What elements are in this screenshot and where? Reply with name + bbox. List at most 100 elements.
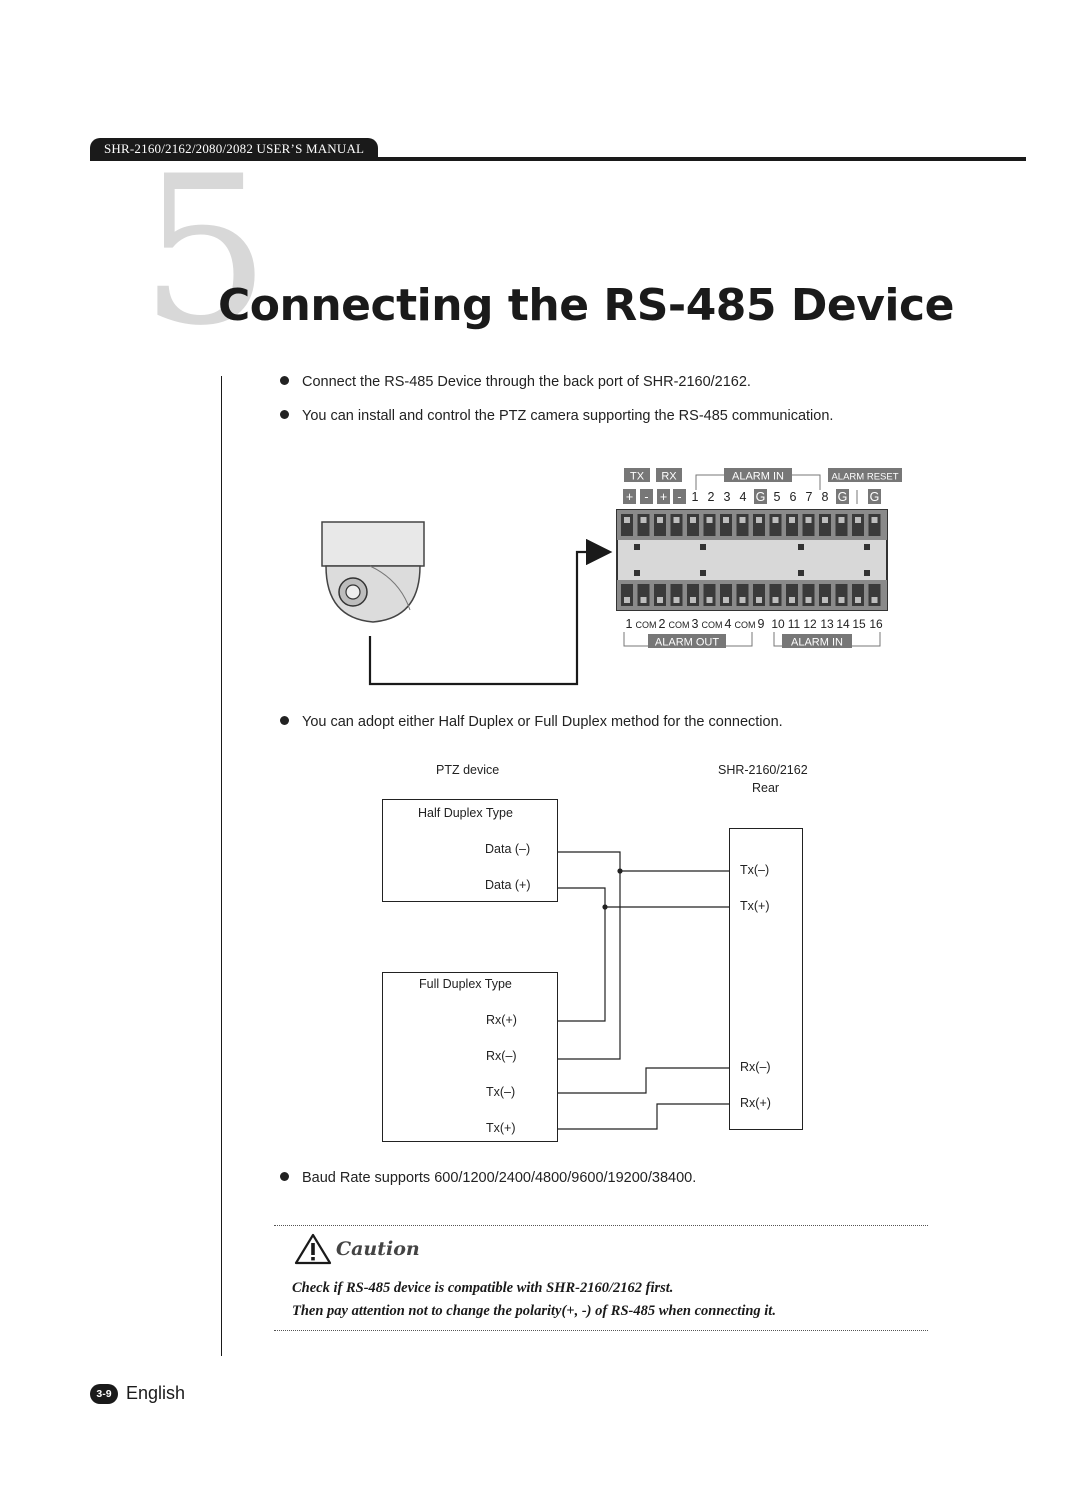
svg-text:COM: COM [636, 620, 657, 630]
terminal-screw [657, 517, 663, 523]
bullet-dot [280, 1172, 289, 1181]
rx-minus-label: Rx(–) [486, 1049, 517, 1063]
half-duplex-title: Half Duplex Type [418, 806, 513, 820]
terminal-screw [871, 597, 878, 603]
bullet-text: You can install and control the PTZ came… [302, 408, 834, 424]
terminal-screw [640, 597, 647, 603]
caution-line-2: Then pay attention not to change the pol… [292, 1303, 776, 1319]
terminal-screw [772, 597, 779, 603]
svg-text:6: 6 [790, 490, 797, 504]
terminal-row-top [621, 514, 881, 536]
svg-text:4: 4 [740, 490, 747, 504]
top-port-labels: TX RX ALARM IN ALARM RESET [624, 468, 902, 490]
terminal-screw [789, 597, 795, 603]
terminal-screw [640, 517, 647, 523]
caution-bottom-rule [274, 1330, 928, 1331]
svg-text:5: 5 [774, 490, 781, 504]
warning-icon [294, 1233, 332, 1265]
tx-label: TX [630, 471, 645, 483]
svg-text:COM: COM [702, 620, 723, 630]
bullet-dot [280, 410, 289, 419]
wire-full-tx-minus [557, 1067, 729, 1094]
section-number: 5 [140, 133, 271, 371]
half-duplex-box [382, 799, 558, 902]
caution-line-1: Check if RS-485 device is compatible wit… [292, 1280, 674, 1296]
svg-text:1: 1 [692, 490, 699, 504]
svg-text:12: 12 [803, 617, 817, 631]
terminal-screw [723, 597, 729, 603]
margin-rule [221, 376, 222, 1356]
bullet-text: Baud Rate supports 600/1200/2400/4800/96… [302, 1170, 697, 1186]
connection-illustration: TX RX ALARM IN ALARM RESET + - + - 1 2 3… [321, 468, 902, 686]
alarm-in-top-label: ALARM IN [732, 471, 784, 483]
svg-text:11: 11 [788, 617, 801, 631]
terminal-screw [624, 597, 630, 603]
terminal-screw [789, 517, 795, 523]
svg-text:1: 1 [626, 617, 633, 631]
terminal-screw [805, 517, 812, 523]
terminal-screw [871, 517, 878, 523]
bullet-text: You can adopt either Half Duplex or Full… [302, 714, 783, 730]
page-language: English [126, 1383, 186, 1403]
wiring-lines [557, 851, 729, 1130]
terminal-screw [739, 517, 746, 523]
terminal-screw [805, 597, 812, 603]
data-minus-label: Data (–) [485, 842, 531, 856]
svg-text:G: G [870, 490, 880, 504]
bottom-port-labels: ALARM OUT ALARM IN [623, 632, 881, 649]
svg-text:COM: COM [735, 620, 756, 630]
alarm-in-bottom-label: ALARM IN [791, 637, 843, 649]
svg-text:+: + [660, 490, 667, 504]
terminal-screw [756, 517, 762, 523]
bullet-item: You can install and control the PTZ came… [280, 408, 833, 424]
rx-plus-label: Rx(+) [486, 1013, 517, 1027]
top-pin-labels: + - + - 1 2 3 4 G 5 6 7 8 G G [623, 489, 881, 504]
wire-full-tx-plus [557, 1103, 729, 1130]
terminal-screw [723, 517, 729, 523]
manual-title-tab: SHR-2160/2162/2080/2082 USER’S MANUAL [90, 138, 379, 160]
junction-dot [617, 868, 623, 874]
bullet-item: Connect the RS-485 Device through the ba… [280, 374, 751, 390]
dvr-tx-plus-label: Tx(+) [740, 899, 770, 913]
alarm-reset-label: ALARM RESET [831, 472, 898, 483]
bullet-text: Connect the RS-485 Device through the ba… [302, 374, 751, 390]
svg-text:4: 4 [725, 617, 732, 631]
terminal-screw [690, 517, 696, 523]
junction-dot [602, 904, 608, 910]
dvr-tx-minus-label: Tx(–) [740, 863, 770, 877]
terminal-screw [822, 517, 828, 523]
svg-text:7: 7 [806, 490, 813, 504]
terminal-screw [673, 597, 680, 603]
full-duplex-box [382, 972, 558, 1142]
svg-text:-: - [644, 490, 648, 504]
dvr-rear-box [729, 828, 803, 1130]
terminal-screw [838, 517, 845, 523]
terminal-screw [657, 597, 663, 603]
svg-text:3: 3 [724, 490, 731, 504]
terminal-screw [772, 517, 779, 523]
dvr-rx-plus-label: Rx(+) [740, 1096, 771, 1110]
svg-text:15: 15 [852, 617, 866, 631]
svg-text:2: 2 [708, 490, 715, 504]
terminal-screw [706, 517, 713, 523]
rs485-cable [368, 538, 613, 686]
terminal-screw [673, 517, 680, 523]
svg-text:G: G [838, 490, 848, 504]
svg-text:G: G [756, 490, 766, 504]
section-title: Connecting the RS-485 Device [218, 280, 954, 331]
svg-text:+: + [626, 490, 633, 504]
terminal-screw [624, 517, 630, 523]
wire-data-minus-rx-minus [557, 851, 621, 1060]
alarm-out-label: ALARM OUT [655, 637, 719, 649]
svg-text:COM: COM [669, 620, 690, 630]
bullet-dot [280, 716, 289, 725]
terminal-screws [634, 544, 870, 576]
terminal-screw [822, 597, 828, 603]
header-rule [90, 157, 1026, 161]
dvr-rear-label: Rear [752, 781, 780, 795]
rx-label: RX [661, 471, 677, 483]
svg-text:8: 8 [822, 490, 829, 504]
tx-minus-label: Tx(–) [486, 1085, 516, 1099]
wire-data-plus-rx-plus [557, 887, 606, 1022]
terminal-screw [706, 597, 713, 603]
